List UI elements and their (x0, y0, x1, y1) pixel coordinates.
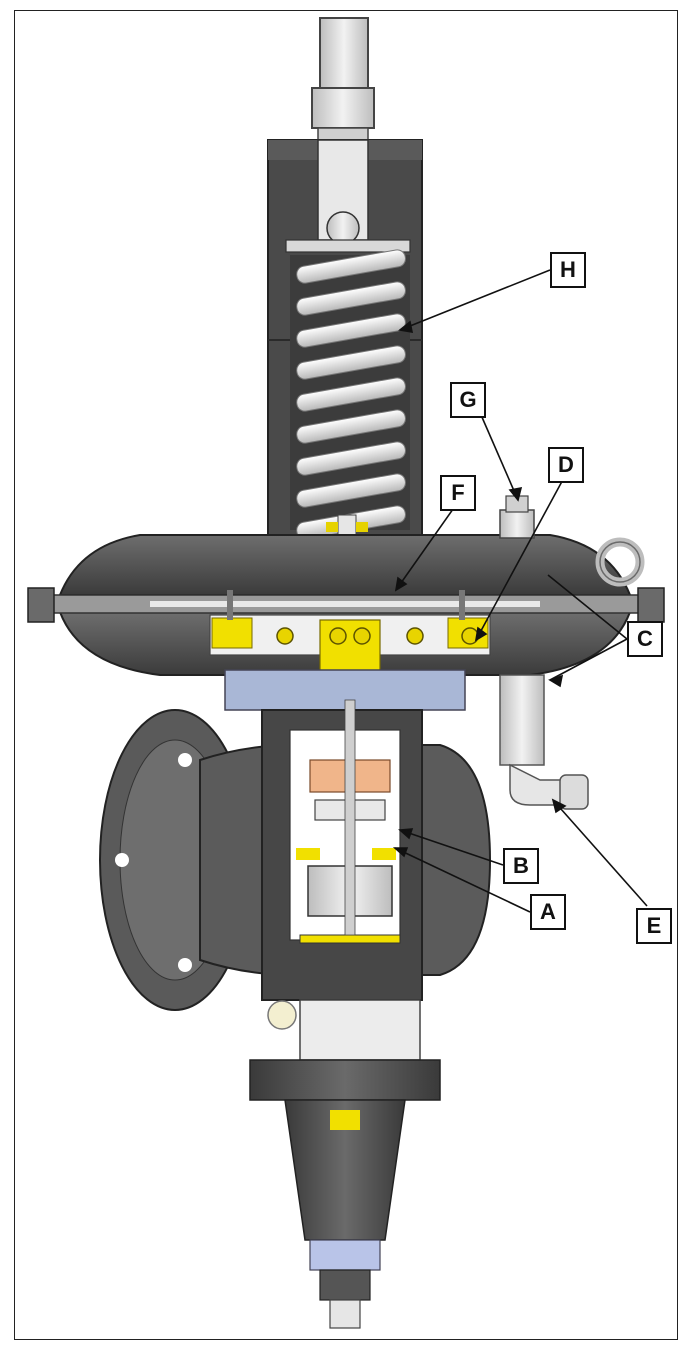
callout-label-h: H (550, 252, 586, 288)
callout-label-c: C (627, 621, 663, 657)
lower-assembly (249, 999, 441, 1329)
valve-body (99, 669, 492, 1011)
callout-label-b: B (503, 848, 539, 884)
callout-label-g: G (450, 382, 486, 418)
callout-label-a: A (530, 894, 566, 930)
figure-frame (14, 10, 678, 1340)
callout-label-d: D (548, 447, 584, 483)
callout-label-f: F (440, 475, 476, 511)
leader-lines (392, 269, 648, 913)
callout-label-e: E (636, 908, 672, 944)
adjusting-cap (311, 17, 375, 149)
elbow-fitting (499, 674, 589, 810)
